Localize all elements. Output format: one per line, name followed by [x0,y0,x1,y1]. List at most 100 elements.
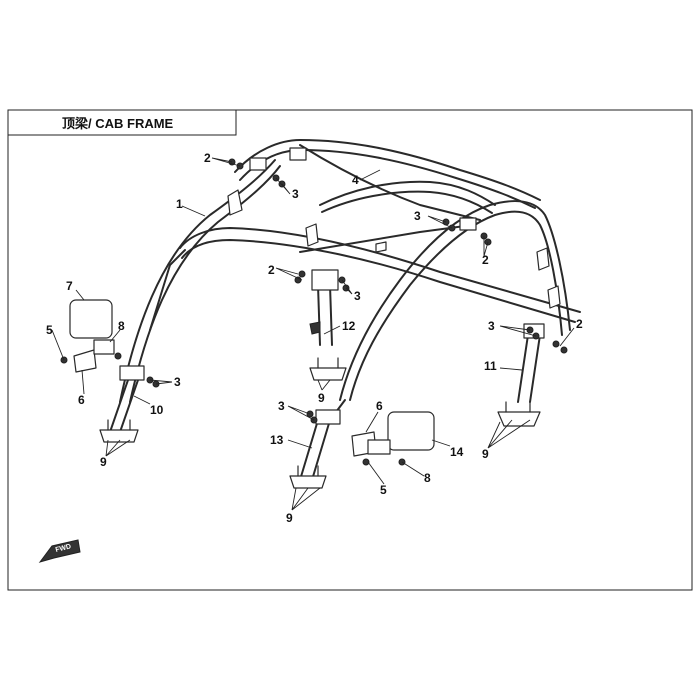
leader-2-center [275,267,303,281]
bracket-center-upper [305,223,319,247]
bolt [552,340,560,348]
diagram-border [7,109,693,591]
top-front-arch [234,139,541,201]
rear-cross-bar-lower [321,190,493,214]
leader-3-left-lower [149,379,173,385]
leader-1 [181,205,206,217]
leader-9-right [487,419,531,449]
foot-plate-center [309,367,347,381]
foot-plate-front-right [289,475,327,489]
top-clamp-center [289,147,307,161]
mirror-mount-left [73,349,97,373]
fwd-arrow-icon [38,539,81,563]
callout-5: 5 [46,323,53,337]
callout-8: 8 [118,319,125,333]
callout-12: 12 [342,319,356,333]
bracket-right-lower [547,285,561,309]
leader-3-top-right [427,215,453,229]
top-clamp-left [249,157,267,171]
leader-5-right [367,461,385,485]
callout-3: 3 [414,209,421,223]
foot-plate-left [99,429,139,443]
rear-top-bar [299,144,481,221]
right-main-hoop-inner [349,210,563,401]
leader-2-top-right [483,236,489,257]
leader-10 [133,395,151,405]
bolt [298,270,306,278]
foot-plate-right-rear [497,411,541,427]
leader-5-left [51,329,65,361]
front-left-tube-inner [129,165,281,403]
leader-14 [431,439,451,447]
side-brace-left [149,249,186,331]
callout-14: 14 [450,445,464,459]
leader-13 [287,439,313,449]
leader-4 [359,169,381,181]
leader-3-center [341,279,353,295]
leader-2-top-left [211,157,241,167]
callout-9: 9 [482,447,489,461]
callout-9: 9 [100,455,107,469]
leader-11 [499,367,523,371]
right-rear-leg [517,334,529,403]
leader-6-right [365,411,379,433]
callout-labels: 1 2 2 2 2 3 3 3 3 3 3 4 5 5 6 6 7 8 8 9 … [46,151,583,525]
front-left-leg [109,379,129,433]
leader-lines [51,157,575,511]
callout-6: 6 [376,399,383,413]
callout-4: 4 [352,173,359,187]
mirror-right [387,411,435,451]
callout-3: 3 [354,289,361,303]
callout-3: 3 [488,319,495,333]
leader-8-left [109,329,121,343]
top-front-arch-inner [239,149,536,209]
leader-7 [75,289,85,301]
callout-11: 11 [484,359,497,373]
leader-3-right-lower [287,405,315,421]
right-rear-leg-2 [529,334,541,403]
callout-1: 1 [176,197,183,211]
bolt [362,458,370,466]
callout-6: 6 [78,393,85,407]
front-right-leg-2 [311,419,331,481]
grommet-center [309,321,321,335]
leader-8-right [401,461,425,477]
callout-3: 3 [292,187,299,201]
mirror-left [69,299,113,339]
front-cross-bar [179,227,581,313]
mounting-parts [60,147,568,489]
leader-6-left [81,369,85,395]
callout-5: 5 [380,483,387,497]
leader-9-left [105,439,131,457]
callout-8: 8 [424,471,431,485]
leader-9-front-right [291,487,321,511]
front-left-leg-2 [119,379,139,433]
callout-9: 9 [286,511,293,525]
callout-7: 7 [66,279,73,293]
right-main-hoop [339,200,571,401]
center-pillar-2 [329,284,333,346]
left-lower-clamp [119,365,145,381]
nut [114,352,122,360]
center-pillar [317,284,321,346]
leader-12 [323,325,341,335]
callout-2: 2 [268,263,275,277]
front-left-tube [119,159,276,403]
title-box [8,110,237,136]
fwd-label: FWD [55,543,72,554]
diagram-title: 顶梁/ CAB FRAME [62,116,174,131]
right-lower-clamp [315,409,341,425]
callout-13: 13 [270,433,284,447]
callout-10: 10 [150,403,164,417]
mirror-bracket-right [367,439,391,455]
bracket-center-small [375,241,387,253]
callout-3: 3 [278,399,285,413]
callout-2: 2 [204,151,211,165]
top-clamp-right [459,217,477,231]
bolt [560,346,568,354]
callout-3: 3 [174,375,181,389]
leader-2-right [559,327,575,347]
bracket-left-upper [227,189,243,216]
callout-2: 2 [482,253,489,267]
